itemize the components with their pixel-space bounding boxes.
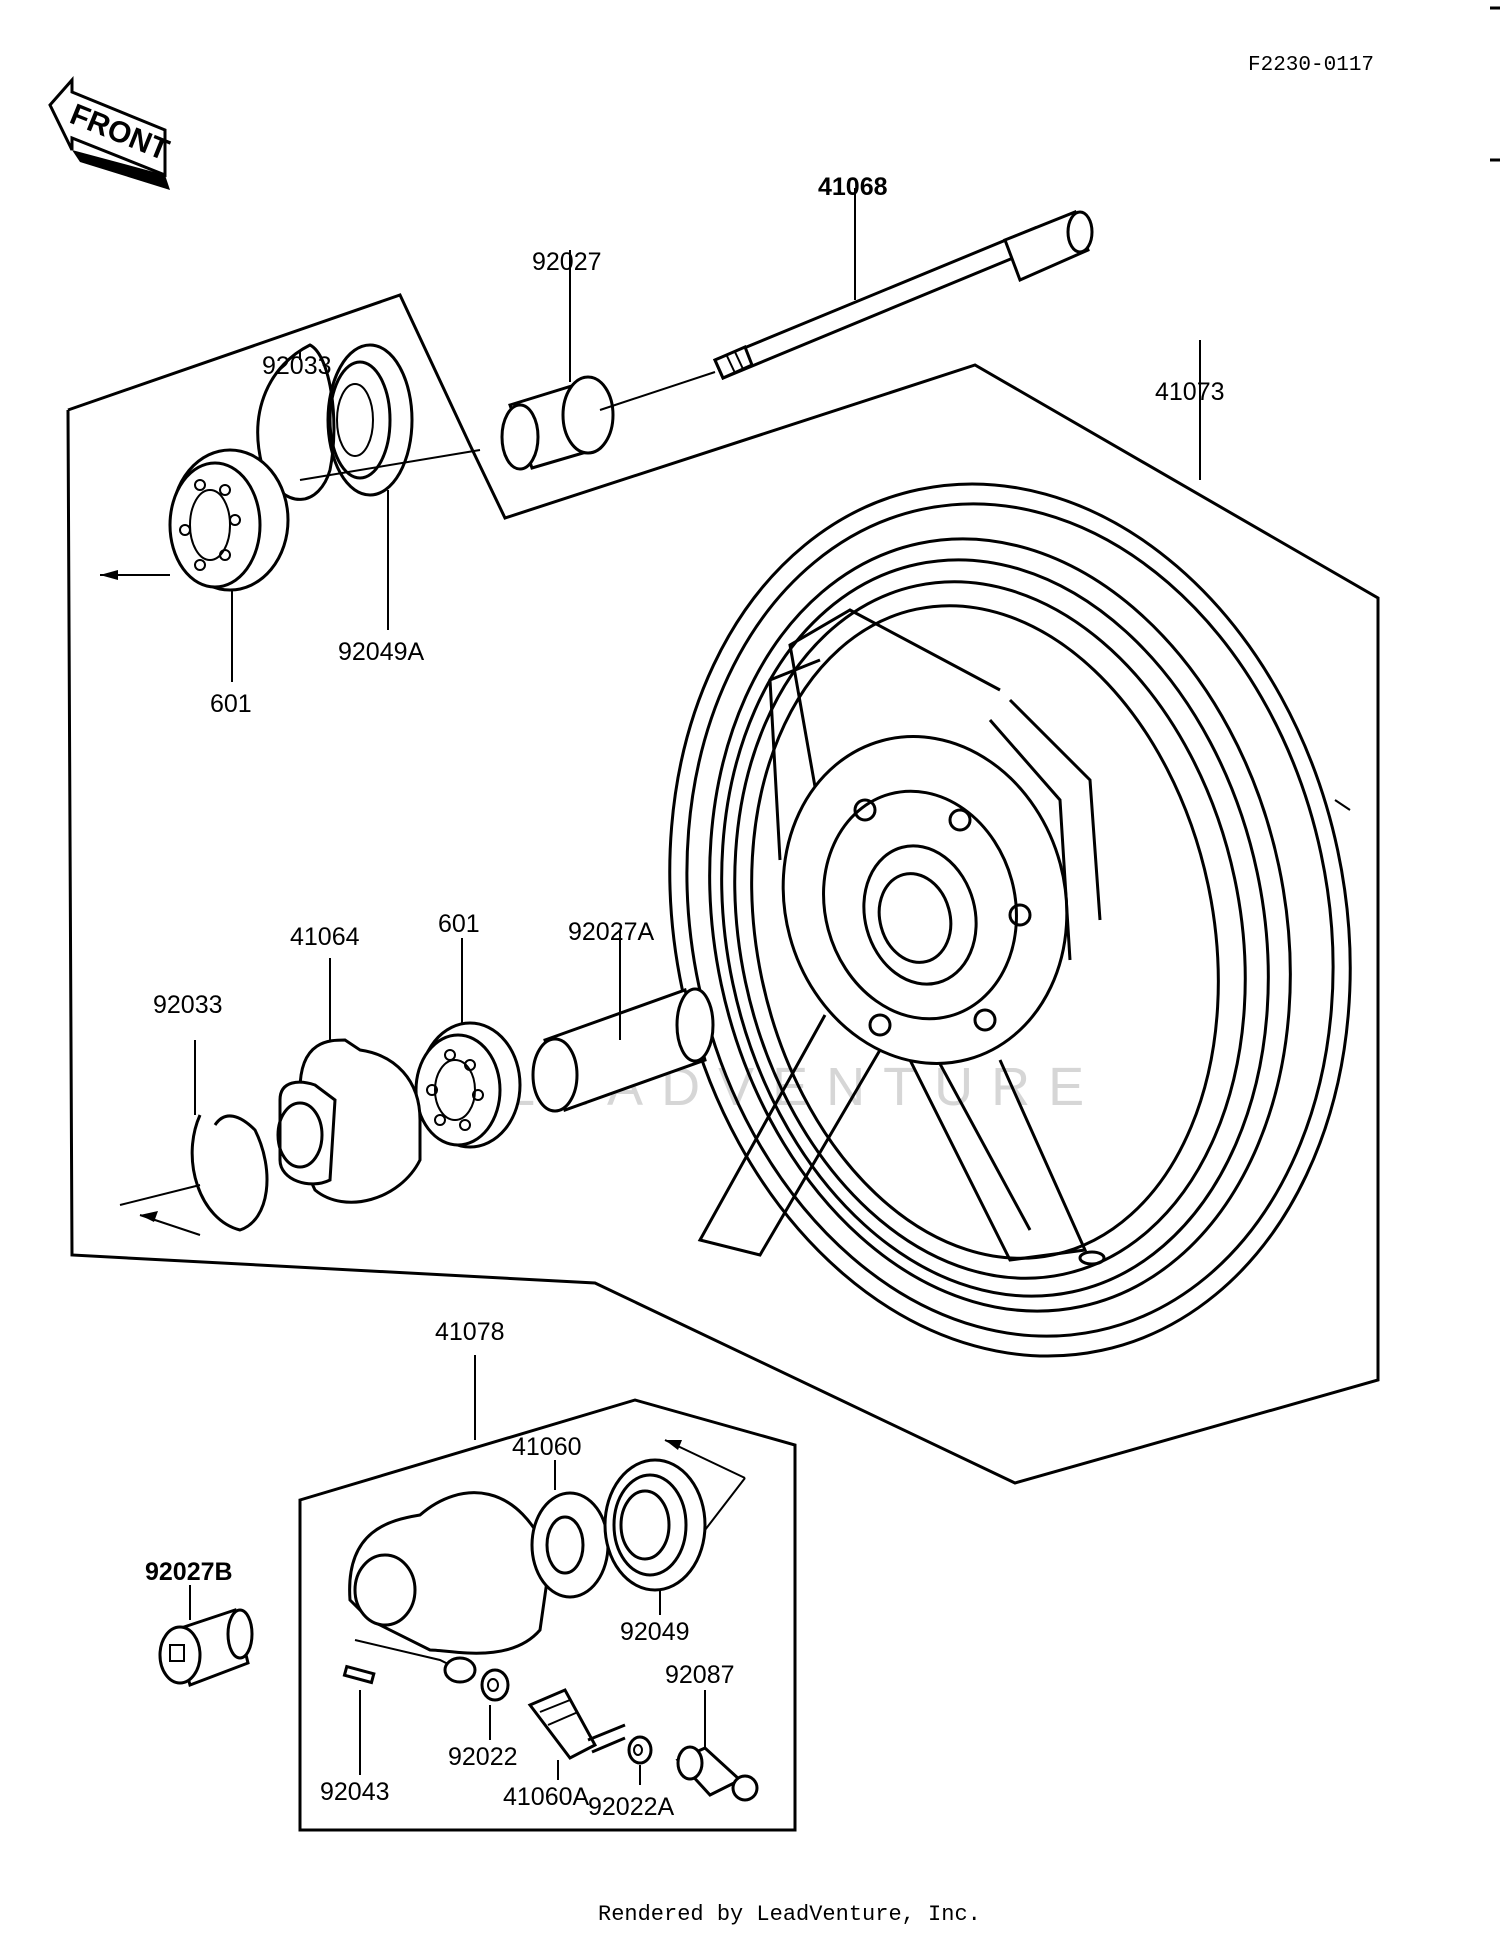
label-92022: 92022 (448, 1743, 518, 1771)
pin-92043 (342, 1664, 376, 1685)
label-92049A: 92049A (338, 638, 425, 666)
label-92087: 92087 (665, 1661, 735, 1689)
washer-92022 (480, 1668, 510, 1702)
plug-92087 (675, 1745, 759, 1802)
label-92049: 92049 (620, 1618, 690, 1646)
label-92027A: 92027A (568, 918, 655, 946)
label-92033-top: 92033 (262, 352, 332, 380)
label-41060A: 41060A (503, 1783, 590, 1811)
label-92043: 92043 (320, 1778, 390, 1806)
axle-41068 (713, 210, 1094, 380)
label-92022A: 92022A (588, 1793, 675, 1821)
collar-92027B (158, 1608, 254, 1687)
circlip-92033-mid (190, 1114, 269, 1232)
gear-41060 (530, 1491, 610, 1599)
spacer-92027A (531, 987, 715, 1113)
label-601-top: 601 (210, 690, 252, 718)
circlip-92033-top (256, 343, 336, 501)
credit-text: Rendered by LeadVenture, Inc. (598, 1902, 981, 1927)
label-92027B: 92027B (145, 1558, 233, 1586)
label-41078: 41078 (435, 1318, 505, 1346)
front-arrow-icon: FRONT (48, 76, 174, 190)
gear-housing (348, 1491, 552, 1684)
label-41060: 41060 (512, 1433, 582, 1461)
group-outline-hub (298, 1398, 797, 1832)
label-41068: 41068 (818, 173, 888, 201)
seal-92049 (603, 1458, 707, 1592)
label-41073: 41073 (1155, 378, 1225, 406)
collar-92027 (500, 375, 615, 471)
label-92027: 92027 (532, 248, 602, 276)
retainer-41064 (276, 1038, 422, 1204)
washer-92022A (627, 1735, 653, 1765)
seal-92049A (326, 343, 414, 497)
wheel-41073 (668, 482, 1352, 1358)
bearing-601-mid (414, 1021, 522, 1149)
label-41064: 41064 (290, 923, 360, 951)
diagram-code: F2230-0117 (1248, 54, 1374, 77)
label-601-mid: 601 (438, 910, 480, 938)
bearing-601-top (168, 448, 290, 592)
group-outline-main (66, 293, 1380, 1485)
pinion-41060A (527, 1688, 626, 1760)
label-92033-mid: 92033 (153, 991, 223, 1019)
